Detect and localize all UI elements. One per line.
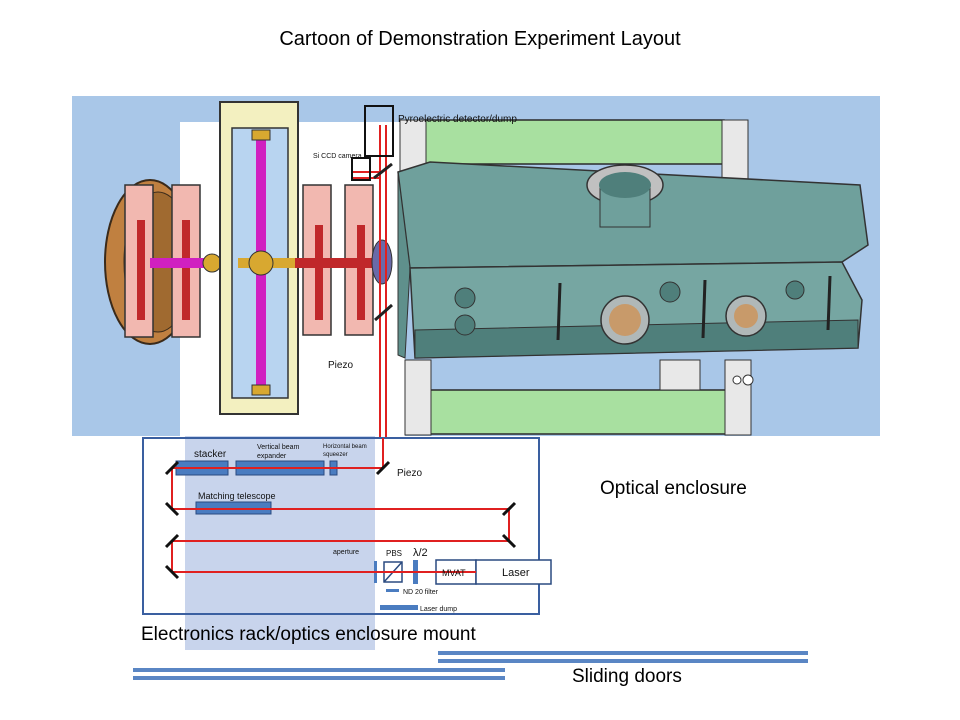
laser-beam-upper [352, 125, 393, 438]
pipe-junction [248, 250, 274, 276]
chamber-port-opening [599, 172, 651, 198]
laser-source [475, 559, 552, 585]
electronics-rack-label: Electronics rack/optics enclosure mount [141, 624, 476, 645]
red-bar [357, 225, 365, 320]
mvat-label: MVAT [442, 568, 466, 578]
magnet-assembly-left [104, 179, 240, 345]
bolt [742, 374, 754, 386]
si-ccd-label: Si CCD camera [313, 153, 362, 160]
mirror [164, 460, 180, 476]
chamber-rib [701, 279, 707, 339]
support-frame [399, 119, 754, 436]
aperture-label: aperture [333, 549, 359, 556]
matching-telescope-label: Matching telescope [198, 491, 276, 501]
piezo-mirror-bottom [375, 460, 391, 476]
port [659, 281, 681, 303]
port [454, 314, 476, 336]
red-bar [182, 220, 190, 320]
pipe-flange [251, 384, 271, 396]
mirror [501, 501, 517, 517]
green-beam-top [423, 119, 725, 165]
frame-leg-right-bottom [724, 359, 752, 436]
laser-label: Laser [502, 567, 530, 579]
horizontal-squeezer-label-2: squeezer [323, 452, 348, 458]
sliding-doors [133, 651, 808, 680]
beam-pipe [295, 258, 385, 268]
viewport-large-window [609, 304, 641, 336]
mirror [373, 162, 393, 180]
yoke [219, 101, 299, 415]
viewport-large-window [734, 304, 758, 328]
bolt [732, 375, 742, 385]
vertical-expander-label-1: Vertical beam [257, 444, 300, 451]
red-bar [315, 225, 323, 320]
pyroelectric-label: Pyroelectric detector/dump [398, 114, 517, 125]
slide-title: Cartoon of Demonstration Experiment Layo… [279, 28, 681, 50]
mirror [501, 533, 517, 549]
laser-dump [380, 605, 418, 610]
mirror [164, 533, 180, 549]
stacker-label: stacker [194, 449, 227, 460]
frame-foot-left [659, 359, 701, 391]
magnet-assembly-right [295, 184, 393, 336]
nd-filter [386, 589, 399, 592]
sliding-doors-label: Sliding doors [572, 666, 682, 687]
laser-dump-label: Laser dump [420, 606, 457, 613]
vertical-expander-label-2: expander [257, 453, 287, 460]
port [454, 287, 476, 309]
pyroelectric-detector-box [364, 105, 394, 157]
chamber-rib [826, 275, 832, 331]
piezo-mirror-top [374, 303, 393, 322]
chamber-flange [371, 239, 393, 285]
horizontal-squeezer-label-1: Horizontal beam [323, 444, 367, 450]
nd-filter-label: ND 20 filter [403, 589, 439, 596]
optical-enclosure-label: Optical enclosure [600, 478, 747, 499]
mirrors [164, 460, 517, 580]
chamber-front-face [397, 171, 411, 359]
port [785, 280, 805, 300]
beam-pipe [150, 258, 240, 268]
frame-leg-right-top [721, 119, 749, 181]
half-wave-label: λ/2 [413, 547, 428, 559]
si-ccd-camera-box [351, 157, 371, 181]
connector [202, 253, 222, 273]
piezo-top-label: Piezo [328, 360, 353, 371]
piezo-bottom-label: Piezo [397, 468, 422, 479]
vacuum-chamber [397, 161, 869, 359]
frame-leg-left-bottom [404, 359, 432, 436]
red-bar [137, 220, 145, 320]
optical-enclosure-border [142, 437, 540, 615]
pbs-label: PBS [386, 549, 402, 558]
mirror [164, 501, 180, 517]
pipe-flange [251, 129, 271, 141]
mirror [164, 564, 180, 580]
green-beam-bottom [429, 389, 731, 435]
chamber-rib [556, 282, 562, 341]
